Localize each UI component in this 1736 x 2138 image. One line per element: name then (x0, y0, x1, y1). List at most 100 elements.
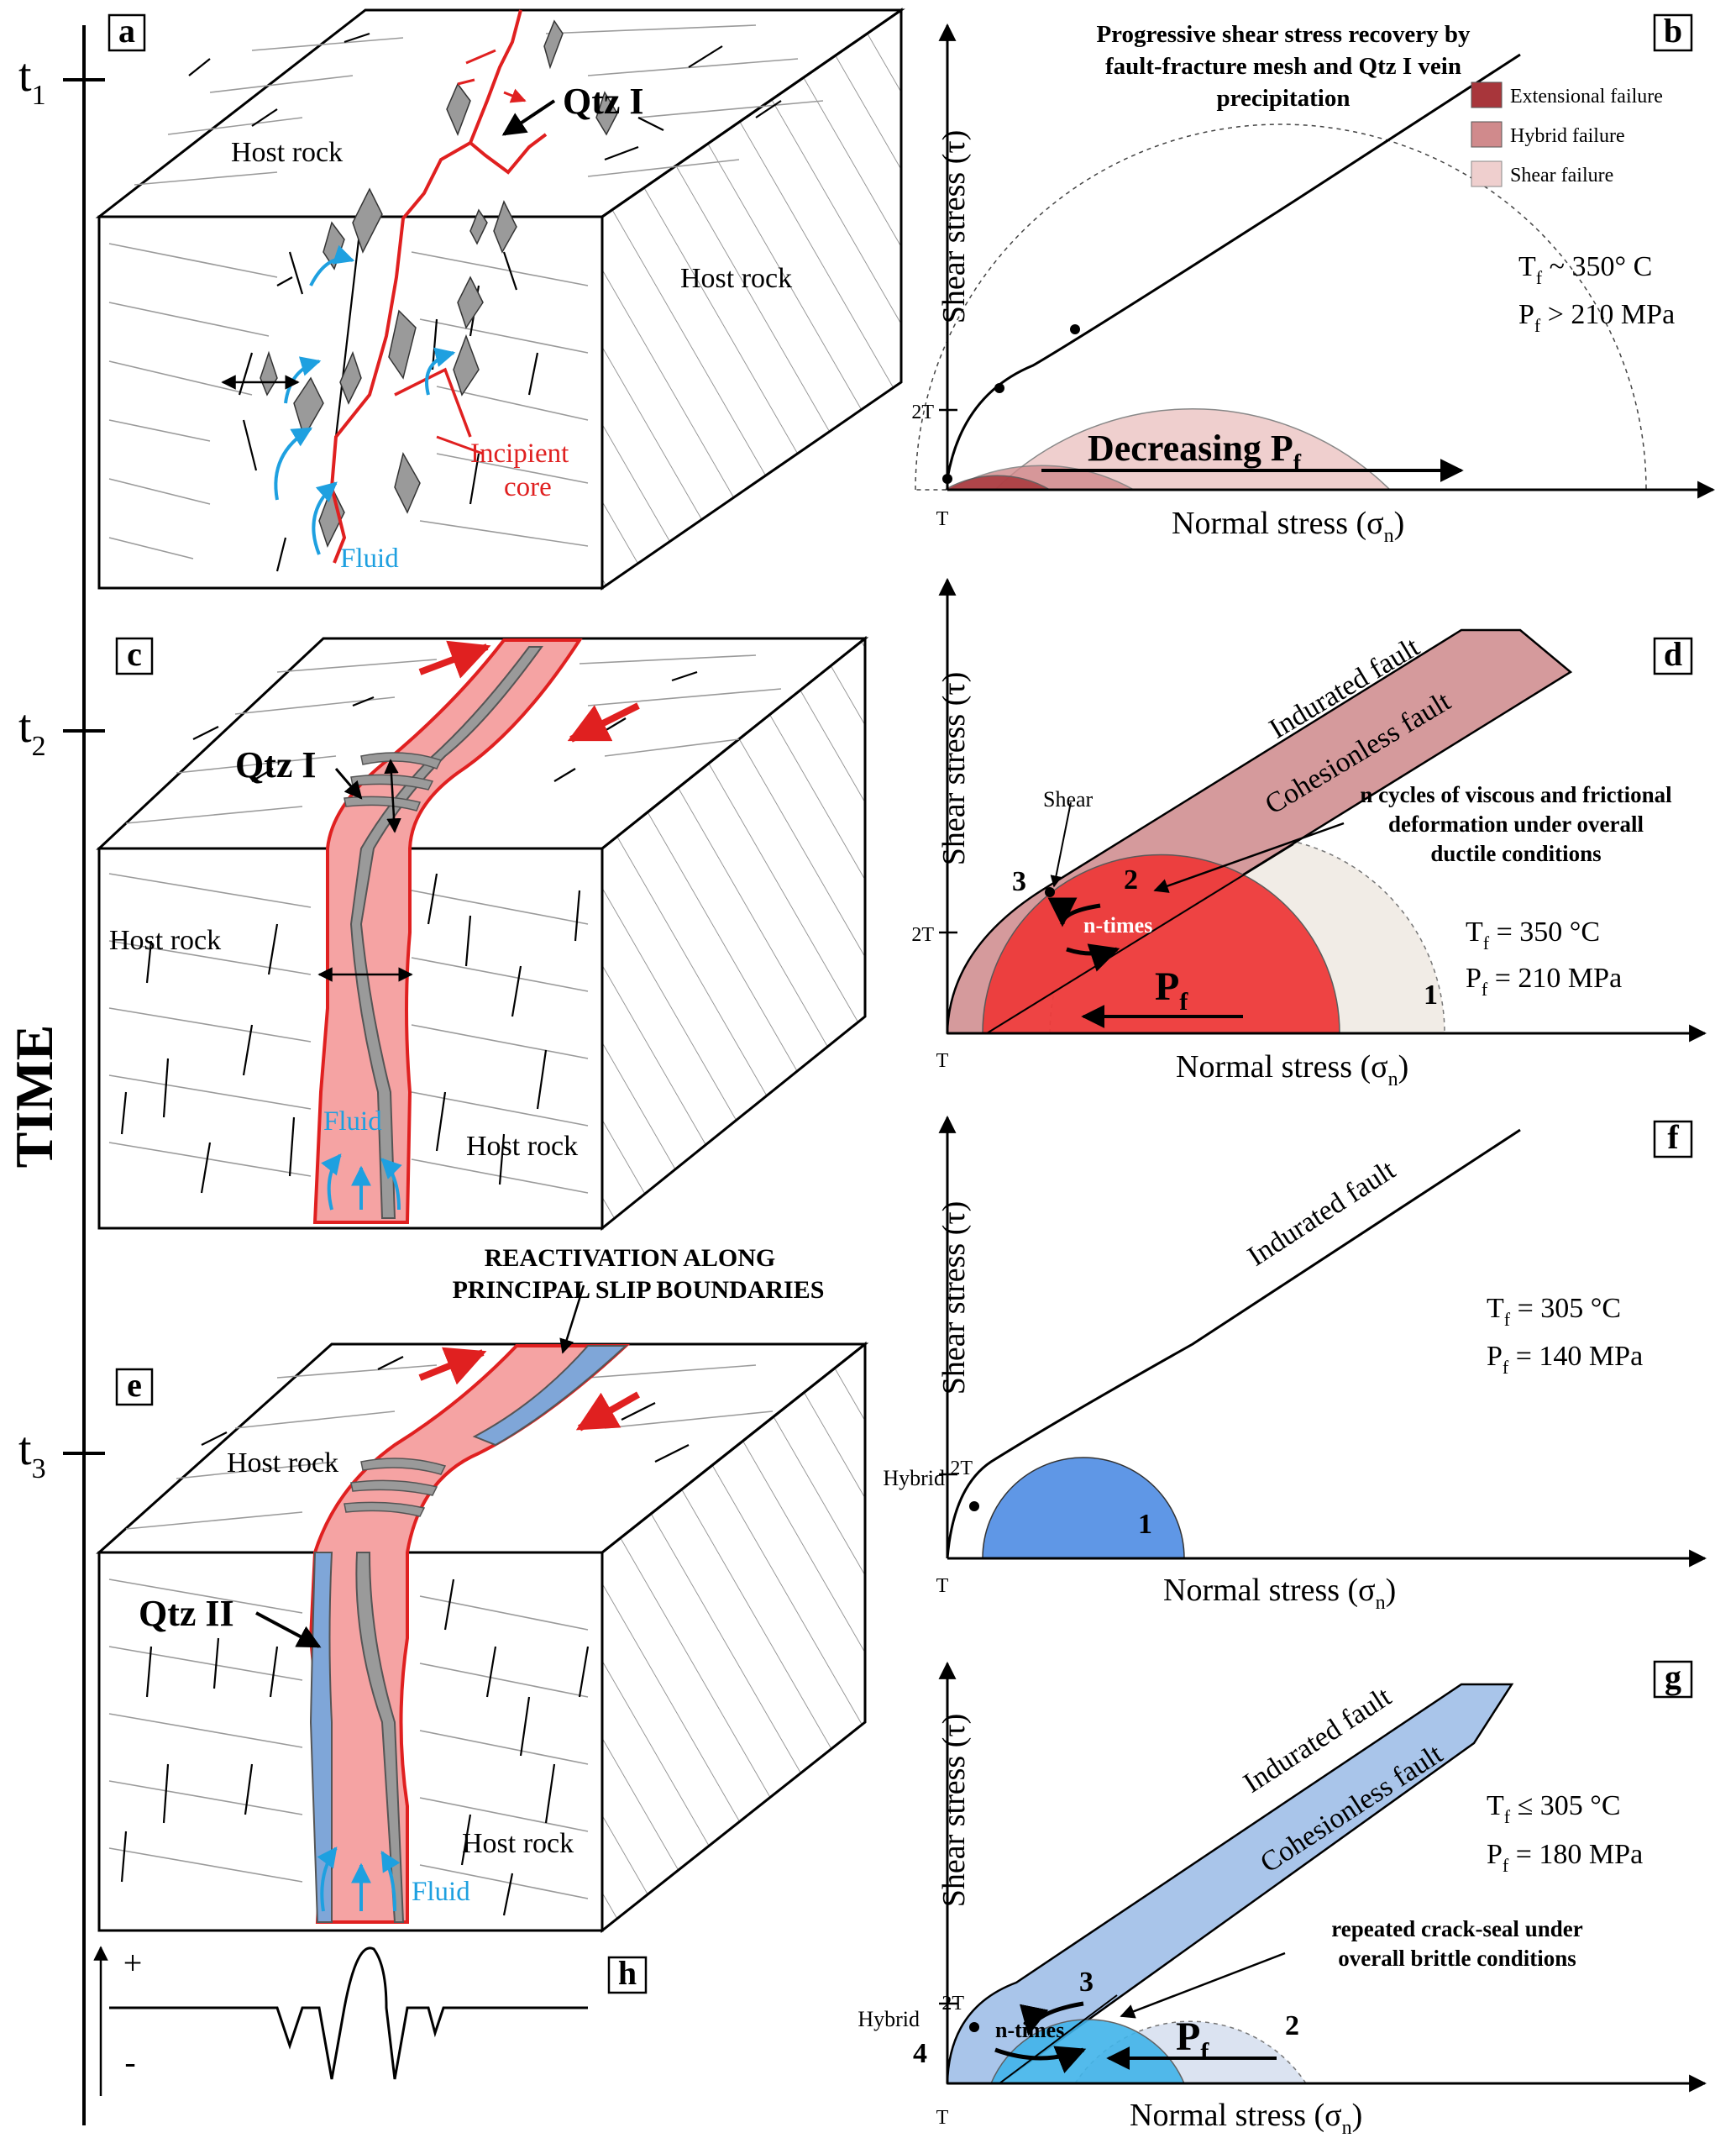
panel-f: f Indurated fault Hybrid 1 Tf = 305 °C P… (883, 1115, 1707, 1614)
mohr-circle-f (982, 1457, 1185, 1559)
x-axis-label-f: Normal stress (σn) (1163, 1573, 1396, 1614)
decreasing-pf-label: Decreasing Pf (1088, 428, 1302, 476)
incipient-core-label-1: Incipient (470, 439, 569, 469)
panel-h-label: h (618, 1954, 637, 1992)
h-plus: + (123, 1944, 143, 1982)
incipient-core-label-2: core (504, 472, 552, 502)
panel-c: c Qtz I Host rock Host rock Fluid (96, 635, 869, 1232)
panel-c-label: c (127, 635, 142, 673)
host-rock-top-label: Host rock (231, 137, 343, 168)
t2-marker: t2 (18, 701, 46, 762)
panel-b: Extensional failure Hybrid failure Shear… (911, 12, 1716, 547)
tick-t-d: T (936, 1050, 949, 1072)
block-front-face (97, 215, 604, 590)
tick-t-f: T (936, 1575, 949, 1597)
panel-g: g Indurated fault Cohesionless fault rep… (858, 1658, 1707, 2138)
num-3-d: 3 (1012, 866, 1026, 897)
tick-t-b: T (936, 508, 949, 530)
host-rock-left-c: Host rock (109, 925, 221, 956)
h-minus: - (124, 2043, 135, 2081)
x-axis-label-b: Normal stress (σn) (1172, 506, 1404, 547)
timeline: t1 t2 t3 TIME (4, 25, 105, 2125)
fault-envelope-band-g (946, 1683, 1514, 2085)
num-4-g: 4 (913, 2038, 927, 2069)
host-rock-side-label: Host rock (680, 263, 792, 294)
n-cycles-label-1: n cycles of viscous and frictional (1360, 782, 1672, 807)
reactivation-label-1: REACTIVATION ALONG (485, 1244, 775, 1272)
panel-a: a Host rock Host rock Qtz I Incipient co… (95, 8, 905, 591)
host-rock-right-c: Host rock (466, 1131, 578, 1162)
tick-2t-f: 2T (950, 1458, 973, 1479)
legend-extensional: Extensional failure (1510, 86, 1663, 108)
y-axis-label-b: Shear stress (τ) (936, 130, 972, 324)
panel-d-label: d (1664, 635, 1682, 673)
n-cycles-label-3: ductile conditions (1430, 841, 1601, 866)
host-rock-top-e: Host rock (227, 1447, 338, 1479)
legend-shear: Shear failure (1510, 165, 1613, 186)
panel-f-pressure: Pf = 140 MPa (1487, 1341, 1643, 1378)
fluid-label-a: Fluid (340, 544, 399, 574)
num-1-f: 1 (1138, 1509, 1152, 1540)
y-axis-label-f: Shear stress (τ) (936, 1201, 972, 1395)
blue-vein-top-e (472, 1345, 628, 1447)
fluid-label-e: Fluid (412, 1877, 470, 1907)
reactivation-label-2: PRINCIPAL SLIP BOUNDARIES (453, 1276, 825, 1304)
panel-a-label: a (118, 12, 135, 50)
tick-2t-g: 2T (941, 1993, 964, 2015)
panel-d-pressure: Pf = 210 MPa (1466, 963, 1622, 1000)
panel-g-label: g (1665, 1658, 1681, 1696)
grey-vein-e (355, 1552, 405, 1923)
hybrid-label-f: Hybrid (883, 1466, 945, 1490)
crack-seal-label-1: repeated crack-seal under (1331, 1916, 1582, 1941)
panel-b-title-1: Progressive shear stress recovery by (1096, 21, 1471, 48)
num-1-d: 1 (1424, 980, 1438, 1011)
legend-hybrid: Hybrid failure (1510, 125, 1625, 147)
indurated-fault-label-f: Indurated fault (1242, 1154, 1401, 1273)
legend-b: Extensional failure Hybrid failure Shear… (1471, 81, 1663, 187)
qtz-i-label-c: Qtz I (235, 744, 317, 785)
signal-trace (109, 1946, 588, 2080)
n-cycles-label-2: deformation under overall (1388, 812, 1644, 837)
x-axis-label-g: Normal stress (σn) (1130, 2098, 1362, 2138)
x-axis-label-d: Normal stress (σn) (1176, 1049, 1408, 1090)
pf-label-g: Pf (1176, 2015, 1209, 2066)
panel-f-temp: Tf = 305 °C (1487, 1293, 1621, 1330)
mohr-circle-dashed (915, 123, 1647, 491)
host-rock-right-e: Host rock (462, 1828, 574, 1859)
panel-g-pressure: Pf = 180 MPa (1487, 1839, 1643, 1876)
n-times-label-g: n-times (995, 2018, 1064, 2042)
panel-b-title-3: precipitation (1217, 85, 1351, 112)
y-axis-label-d: Shear stress (τ) (936, 672, 972, 866)
tick-t-g: T (936, 2107, 949, 2129)
qtz-ii-label: Qtz II (139, 1593, 234, 1634)
y-axis-label-g: Shear stress (τ) (936, 1714, 972, 1908)
panel-d-temp: Tf = 350 °C (1466, 917, 1600, 953)
pf-label-d: Pf (1155, 964, 1188, 1016)
hybrid-label-g: Hybrid (858, 2007, 920, 2031)
failure-envelope-f (946, 1128, 1521, 1559)
t1-marker: t1 (18, 50, 46, 111)
crack-seal-label-2: overall brittle conditions (1338, 1946, 1576, 1971)
mohr-circle-extensional (942, 475, 1052, 491)
t3-marker: t3 (18, 1423, 46, 1484)
n-times-label-d: n-times (1083, 913, 1152, 938)
shear-label-d: Shear (1043, 787, 1094, 812)
failure-envelope-b (946, 53, 1521, 480)
time-label: TIME (4, 1025, 64, 1169)
panel-d: d Indurated fault Cohesionless fault She… (911, 577, 1707, 1090)
num-2-d: 2 (1124, 864, 1138, 896)
tick-2t-b: 2T (911, 402, 934, 423)
qtz-vein-c (349, 646, 543, 1219)
panel-b-title-2: fault-fracture mesh and Qtz I vein (1105, 53, 1461, 80)
num-2-g: 2 (1285, 2010, 1299, 2041)
panel-h: + - h (93, 1944, 648, 2096)
qtz-i-label: Qtz I (563, 81, 644, 122)
num-3-g: 3 (1079, 1967, 1094, 1998)
panel-g-temp: Tf ≤ 305 °C (1487, 1790, 1621, 1827)
panel-f-label: f (1667, 1118, 1679, 1156)
fluid-label-c: Fluid (323, 1106, 382, 1137)
panel-b-pressure: Pf > 210 MPa (1518, 299, 1675, 336)
panel-b-label: b (1664, 12, 1682, 50)
tick-2t-d: 2T (911, 924, 934, 946)
